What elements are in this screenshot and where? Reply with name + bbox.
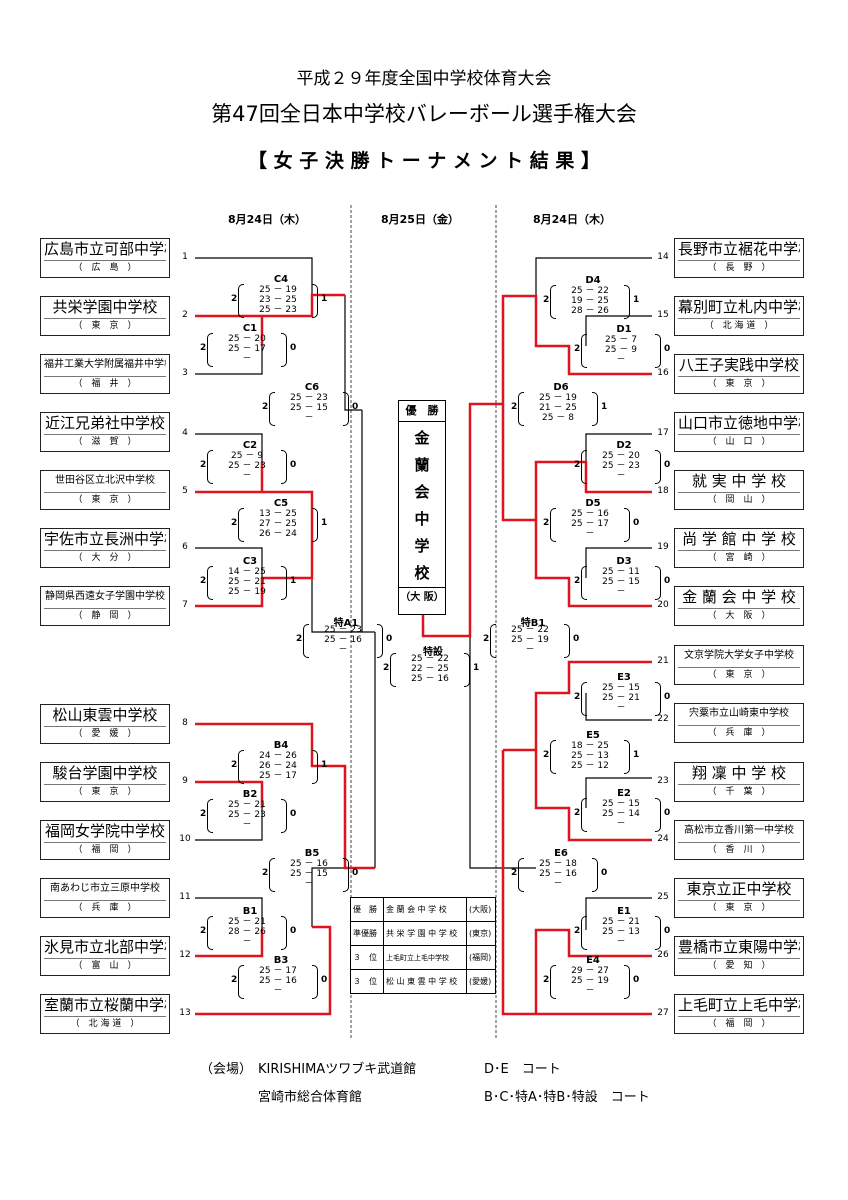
results-row: 優 勝 金 蘭 会 中 学 校 (大阪): [350, 897, 496, 922]
result-rank: 優 勝: [350, 897, 384, 922]
team-27: 上毛町立上毛中学校 （ 福 岡 ）: [674, 994, 804, 1034]
results-row: ３ 位 上毛町立上毛中学校 (福岡): [350, 945, 496, 970]
tournament-title: 第47回全日本中学校バレーボール選手権大会: [211, 102, 637, 126]
team-number: 5: [182, 486, 188, 496]
team-number: 12: [179, 950, 191, 960]
result-school: 松 山 東 雲 中 学 校: [383, 969, 467, 994]
team-15: 幕別町立札内中学校 （ 北 海 道 ）: [674, 296, 804, 336]
team-number: 23: [657, 776, 669, 786]
result-rank: 準優勝: [350, 921, 384, 946]
team-16: 八王子実践中学校 （ 東 京 ）: [674, 354, 804, 394]
team-2: 共栄学園中学校 （ 東 京 ）: [40, 296, 170, 336]
results-row: 準優勝 共 栄 学 園 中 学 校 (東京): [350, 921, 496, 946]
result-school: 上毛町立上毛中学校: [383, 945, 467, 970]
result-school: 金 蘭 会 中 学 校: [383, 897, 467, 922]
result-pref: (福岡): [466, 945, 496, 970]
team-number: 17: [657, 428, 669, 438]
team-3: 福井工業大学附属福井中学校 （ 福 井 ）: [40, 354, 170, 394]
team-number: 4: [182, 428, 188, 438]
team-8: 松山東雲中学校 （ 愛 媛 ）: [40, 704, 170, 744]
team-number: 10: [179, 834, 191, 844]
results-table: 優 勝 金 蘭 会 中 学 校 (大阪) 準優勝 共 栄 学 園 中 学 校 (…: [350, 897, 496, 994]
team-12: 氷見市立北部中学校 （ 富 山 ）: [40, 936, 170, 976]
result-rank: ３ 位: [350, 969, 384, 994]
venue-2: 宮崎市総合体育館: [258, 1090, 363, 1105]
team-24: 高松市立香川第一中学校 （ 香 川 ）: [674, 820, 804, 860]
team-number: 27: [657, 1008, 669, 1018]
team-21: 文京学院大学女子中学校 （ 東 京 ）: [674, 645, 804, 685]
team-number: 8: [182, 718, 188, 728]
team-17: 山口市立徳地中学校 （ 山 口 ）: [674, 412, 804, 452]
venue-1: KIRISHIMAツワブキ武道館: [258, 1062, 417, 1077]
team-7: 静岡県西遠女子学園中学校 （ 静 岡 ）: [40, 586, 170, 626]
team-22: 宍粟市立山崎東中学校 （ 兵 庫 ）: [674, 703, 804, 743]
team-number: 22: [657, 714, 669, 724]
champion-char: 中: [414, 510, 430, 528]
courts-2: B･C･特A･特B･特設 コート: [484, 1090, 650, 1105]
champion-title: 優 勝: [399, 401, 445, 422]
date-left: 8月24日（木）: [228, 213, 306, 226]
team-number: 3: [182, 368, 188, 378]
team-26: 豊橋市立東陽中学校 （ 愛 知 ）: [674, 936, 804, 976]
team-10: 福岡女学院中学校 （ 福 岡 ）: [40, 820, 170, 860]
bracket-winner-lines: [195, 293, 652, 1016]
result-rank: ３ 位: [350, 945, 384, 970]
champion-char: 会: [414, 483, 430, 501]
bracket-title: 【 女 子 決 勝 ト ー ナ メ ン ト 結 果 】: [248, 150, 600, 172]
result-pref: (愛媛): [466, 969, 496, 994]
team-18: 就 実 中 学 校 （ 岡 山 ）: [674, 470, 804, 510]
result-pref: (大阪): [466, 897, 496, 922]
team-number: 13: [179, 1008, 191, 1018]
team-11: 南あわじ市立三原中学校 （ 兵 庫 ）: [40, 878, 170, 918]
team-number: 21: [657, 656, 669, 666]
event-year-title: 平成２９年度全国中学校体育大会: [296, 69, 552, 89]
team-number: 26: [657, 950, 669, 960]
team-number: 1: [182, 252, 188, 262]
team-number: 25: [657, 892, 669, 902]
team-number: 15: [657, 310, 669, 320]
venue-label: （会場）: [200, 1062, 253, 1077]
team-9: 駿台学園中学校 （ 東 京 ）: [40, 762, 170, 802]
team-25: 東京立正中学校 （ 東 京 ）: [674, 878, 804, 918]
team-13: 室蘭市立桜蘭中学校 （ 北 海 道 ）: [40, 994, 170, 1034]
champion-box: 優 勝 金 蘭 会 中 学 校 （大 阪）: [398, 400, 446, 615]
champion-pref: （大 阪）: [399, 587, 445, 608]
team-19: 尚 学 館 中 学 校 （ 宮 崎 ）: [674, 528, 804, 568]
team-number: 14: [657, 252, 669, 262]
team-number: 20: [657, 600, 669, 610]
team-number: 6: [182, 542, 188, 552]
team-number: 24: [657, 834, 669, 844]
champion-char: 蘭: [414, 456, 430, 474]
result-pref: (東京): [466, 921, 496, 946]
team-number: 16: [657, 368, 669, 378]
courts-1: D･E コート: [484, 1062, 561, 1077]
team-4: 近江兄弟社中学校 （ 滋 賀 ）: [40, 412, 170, 452]
team-number: 11: [179, 892, 191, 902]
team-number: 9: [182, 776, 188, 786]
team-23: 翔 凜 中 学 校 （ 千 葉 ）: [674, 762, 804, 802]
team-5: 世田谷区立北沢中学校 （ 東 京 ）: [40, 470, 170, 510]
team-14: 長野市立裾花中学校 （ 長 野 ）: [674, 238, 804, 278]
team-number: 7: [182, 600, 188, 610]
champion-char: 金: [414, 429, 430, 447]
team-number: 18: [657, 486, 669, 496]
champion-char: 学: [414, 537, 430, 555]
team-6: 宇佐市立長洲中学校 （ 大 分 ）: [40, 528, 170, 568]
team-number: 2: [182, 310, 188, 320]
date-right: 8月24日（木）: [533, 213, 611, 226]
team-number: 19: [657, 542, 669, 552]
result-school: 共 栄 学 園 中 学 校: [383, 921, 467, 946]
champion-char: 校: [414, 564, 430, 582]
results-row: ３ 位 松 山 東 雲 中 学 校 (愛媛): [350, 969, 496, 994]
date-center: 8月25日（金）: [381, 213, 459, 226]
team-20: 金 蘭 会 中 学 校 （ 大 阪 ）: [674, 586, 804, 626]
team-1: 広島市立可部中学校 （ 広 島 ）: [40, 238, 170, 278]
